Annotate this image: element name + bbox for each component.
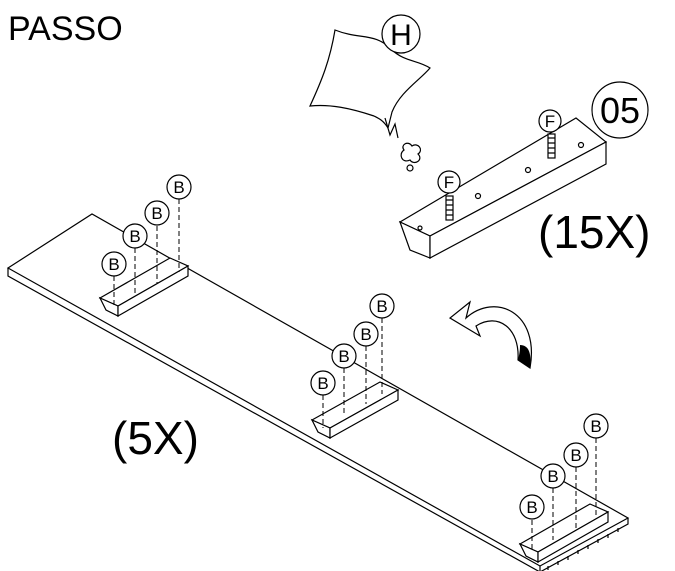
- part-h-label: H: [390, 19, 412, 52]
- part-b-label: B: [360, 325, 371, 344]
- quantity-dowel-piece: (15X): [538, 206, 650, 258]
- part-f-label: F: [545, 112, 555, 131]
- glue-bottle-illustration: [309, 29, 431, 172]
- part-b-label: B: [108, 255, 119, 274]
- step-number: 05: [600, 90, 640, 131]
- part-b-label: B: [590, 417, 601, 436]
- part-f-callout-2: F: [538, 109, 562, 133]
- part-h-callout: H: [381, 14, 421, 54]
- part-b-label: B: [129, 227, 140, 246]
- part-b-label: B: [547, 467, 558, 486]
- part-b-label: B: [173, 178, 184, 197]
- part-f-callout-1: F: [437, 170, 461, 194]
- part-b-label: B: [317, 374, 328, 393]
- part-b-label: B: [338, 347, 349, 366]
- step-number-badge: 05: [591, 81, 649, 139]
- part-b-callouts: B B B B B B B B B B B B: [101, 174, 609, 520]
- quantity-board: (5X): [112, 412, 199, 464]
- board-wood-piece-1: [98, 257, 190, 318]
- part-f-label: F: [444, 173, 454, 192]
- part-b-label: B: [526, 498, 537, 517]
- part-b-label: B: [151, 204, 162, 223]
- part-b-label: B: [570, 446, 581, 465]
- dashed-guides: [113, 199, 597, 552]
- rotate-arrow-icon: [448, 300, 532, 370]
- board-wood-piece-3: [518, 503, 610, 564]
- board-wood-piece-2: [310, 381, 400, 440]
- part-b-label: B: [376, 297, 387, 316]
- wood-piece-illustration: [398, 117, 608, 260]
- step-title: PASSO: [8, 10, 123, 48]
